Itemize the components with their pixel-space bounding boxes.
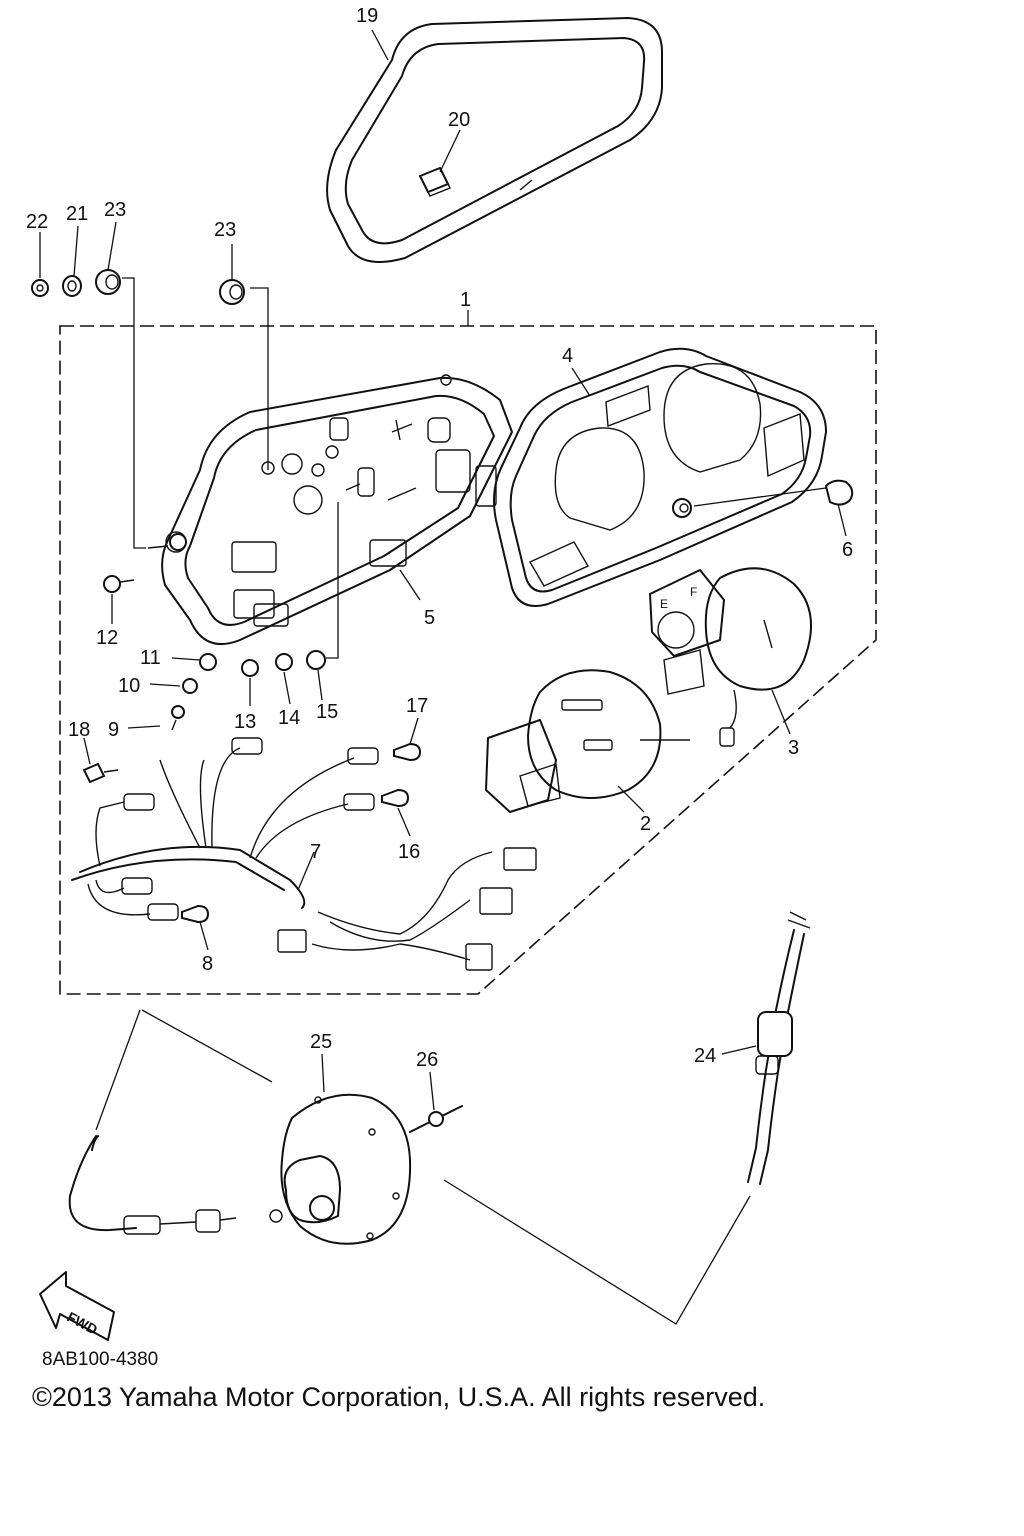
screw-left-case — [147, 533, 187, 551]
callout-3: 3 — [788, 737, 799, 759]
callout-20: 20 — [448, 109, 470, 131]
speedometer — [485, 669, 690, 813]
callout-23-right: 23 — [214, 219, 236, 241]
callout-4: 4 — [562, 345, 573, 367]
callout-9: 9 — [108, 719, 119, 741]
screw-9 — [171, 705, 185, 731]
callout-26: 26 — [416, 1049, 438, 1071]
hardware-leader-15 — [326, 502, 339, 659]
callout-7: 7 — [310, 841, 321, 863]
callout-5: 5 — [424, 607, 435, 629]
grommet-23-right — [219, 279, 245, 305]
callout-14: 14 — [278, 707, 300, 729]
callout-22: 22 — [26, 211, 48, 233]
callout-13: 13 — [234, 711, 256, 733]
bolt-26 — [409, 1105, 463, 1133]
gauge-3: E F — [649, 567, 813, 747]
callout-8: 8 — [202, 953, 213, 975]
wire-harness — [71, 737, 537, 971]
callout-15: 15 — [316, 701, 338, 723]
callout-10: 10 — [118, 675, 140, 697]
screw-12 — [103, 575, 135, 593]
cover-pad — [418, 166, 451, 197]
copyright-notice: ©2013 Yamaha Motor Corporation, U.S.A. A… — [32, 1382, 766, 1412]
screw-18 — [82, 762, 119, 784]
gauge-label-e: E — [660, 597, 668, 611]
guide-line-bracket — [141, 1009, 273, 1083]
nut-15 — [306, 650, 326, 670]
callout-16: 16 — [398, 841, 420, 863]
meter-bracket — [269, 1093, 412, 1245]
callout-1: 1 — [460, 289, 471, 311]
forward-label: FWD — [65, 1309, 101, 1338]
callout-19: 19 — [356, 5, 378, 27]
callout-leaders — [39, 29, 847, 1111]
speedometer-cable-lower — [68, 1135, 237, 1235]
callout-24: 24 — [694, 1045, 716, 1067]
callout-6: 6 — [842, 539, 853, 561]
nut-13 — [241, 659, 259, 677]
gauge-label-f: F — [690, 585, 697, 599]
callout-25: 25 — [310, 1031, 332, 1053]
guide-line-left — [95, 1009, 141, 1131]
bulb-17 — [393, 742, 422, 762]
nut-11 — [199, 653, 217, 671]
nut-22 — [31, 279, 49, 297]
hardware-leader-23-right — [250, 287, 269, 470]
bulb-16 — [381, 788, 410, 808]
callout-numbers: 19 20 22 21 23 23 1 4 5 6 3 2 7 8 16 17 … — [26, 5, 853, 1071]
callout-23-left: 23 — [104, 199, 126, 221]
callout-12: 12 — [96, 627, 118, 649]
grommet-23-left — [95, 269, 121, 295]
meter-panel — [493, 347, 827, 607]
forward-arrow-icon: FWD — [39, 1271, 115, 1341]
meter-case — [161, 374, 513, 645]
callout-2: 2 — [640, 813, 651, 835]
callout-21: 21 — [66, 203, 88, 225]
callout-18: 18 — [68, 719, 90, 741]
callout-17: 17 — [406, 695, 428, 717]
bulb-8 — [181, 904, 210, 924]
hardware-leader-23-left — [122, 277, 146, 549]
screw-6 — [672, 479, 854, 518]
nut-10 — [182, 678, 198, 694]
washer-14 — [275, 653, 293, 671]
assembly-boundary — [59, 325, 877, 995]
washer-21 — [62, 275, 82, 297]
guide-line-bottom — [443, 1179, 751, 1325]
callout-11: 11 — [140, 647, 161, 669]
speedometer-cable — [747, 911, 811, 1185]
diagram-code: 8AB100-4380 — [42, 1349, 159, 1370]
meter-cover — [326, 17, 663, 263]
